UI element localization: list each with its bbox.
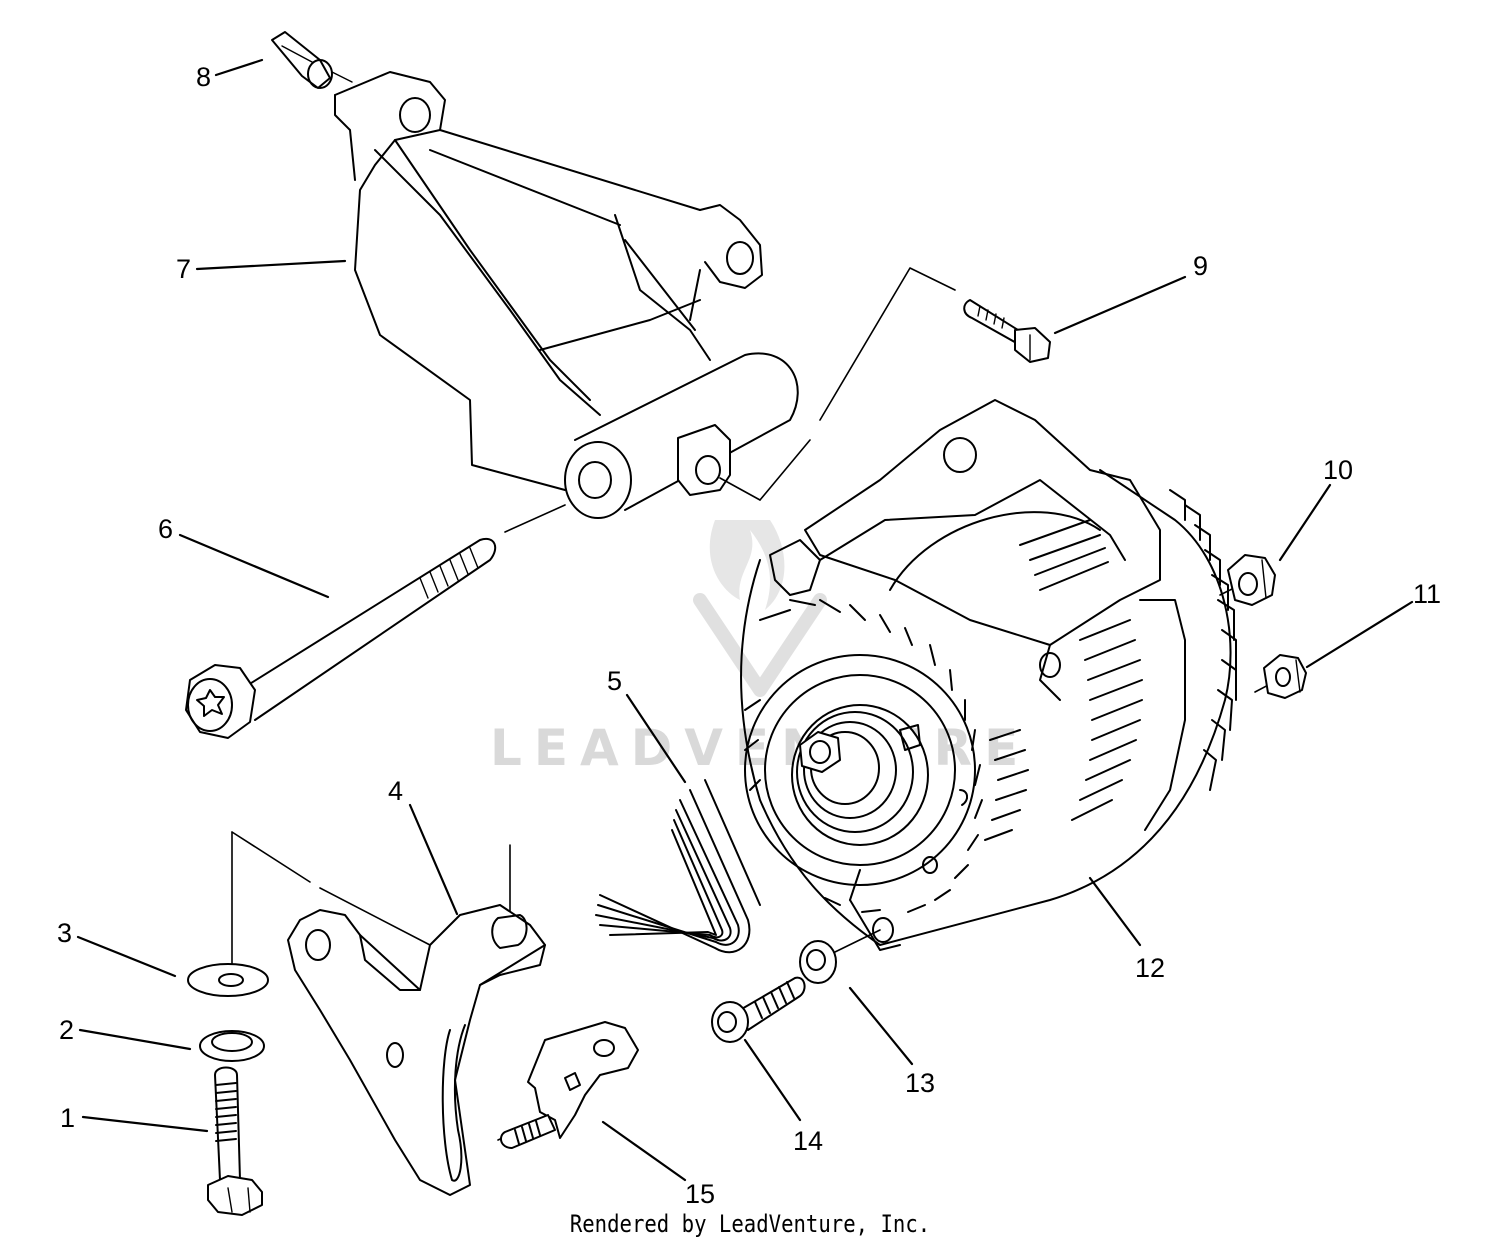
callout-9: 9 bbox=[1193, 251, 1208, 281]
callout-13: 13 bbox=[905, 1068, 935, 1098]
leader-12 bbox=[1088, 876, 1142, 947]
callout-3: 3 bbox=[57, 918, 72, 948]
callout-11: 11 bbox=[1413, 579, 1441, 609]
leader-11 bbox=[1305, 600, 1414, 669]
part-14-bolt bbox=[711, 976, 806, 1043]
part-7-bracket bbox=[334, 71, 799, 519]
callout-8: 8 bbox=[196, 62, 211, 92]
part-11-nut bbox=[1263, 654, 1307, 699]
part-1-bolt bbox=[207, 1066, 263, 1216]
part-3-washer bbox=[187, 963, 269, 997]
footer-credit: Rendered by LeadVenture, Inc. bbox=[569, 1210, 931, 1238]
callout-15: 15 bbox=[685, 1179, 715, 1209]
watermark: LEADVENTURE bbox=[490, 520, 1030, 777]
leader-1 bbox=[81, 1115, 209, 1133]
leader-9 bbox=[1053, 275, 1187, 335]
leader-15 bbox=[601, 1120, 687, 1182]
part-4-bracket bbox=[287, 904, 546, 1196]
part-13-washer bbox=[799, 940, 837, 984]
part-2-washer bbox=[199, 1030, 265, 1062]
callout-6: 6 bbox=[158, 514, 173, 544]
leader-5 bbox=[625, 693, 687, 784]
part-15-adjuster bbox=[499, 1021, 639, 1149]
part-9-bolt bbox=[963, 299, 1051, 363]
callout-4: 4 bbox=[388, 776, 403, 806]
leader-4 bbox=[408, 803, 459, 916]
callout-12: 12 bbox=[1135, 953, 1165, 983]
callout-5: 5 bbox=[607, 666, 622, 696]
leader-13 bbox=[848, 986, 914, 1066]
callout-2: 2 bbox=[59, 1015, 74, 1045]
leader-14 bbox=[743, 1038, 802, 1122]
part-12-alternator bbox=[740, 399, 1237, 951]
watermark-text: LEADVENTURE bbox=[490, 719, 1030, 777]
leader-8 bbox=[214, 58, 264, 77]
callouts: 1 2 3 4 5 6 7 8 9 10 11 12 13 14 15 bbox=[57, 62, 1441, 1209]
callout-7: 7 bbox=[176, 254, 191, 284]
leader-2 bbox=[78, 1028, 192, 1051]
part-10-nut bbox=[1227, 554, 1276, 606]
leader-7 bbox=[195, 259, 347, 271]
part-6-long-bolt bbox=[185, 537, 497, 739]
part-5-belt bbox=[595, 779, 761, 954]
leader-lines bbox=[76, 58, 1414, 1182]
callout-10: 10 bbox=[1323, 455, 1353, 485]
part-8-sleeve bbox=[271, 31, 353, 89]
leader-6 bbox=[178, 533, 330, 599]
callout-14: 14 bbox=[793, 1126, 823, 1156]
leader-3 bbox=[76, 935, 177, 978]
callout-1: 1 bbox=[60, 1103, 75, 1133]
leader-10 bbox=[1278, 483, 1332, 562]
